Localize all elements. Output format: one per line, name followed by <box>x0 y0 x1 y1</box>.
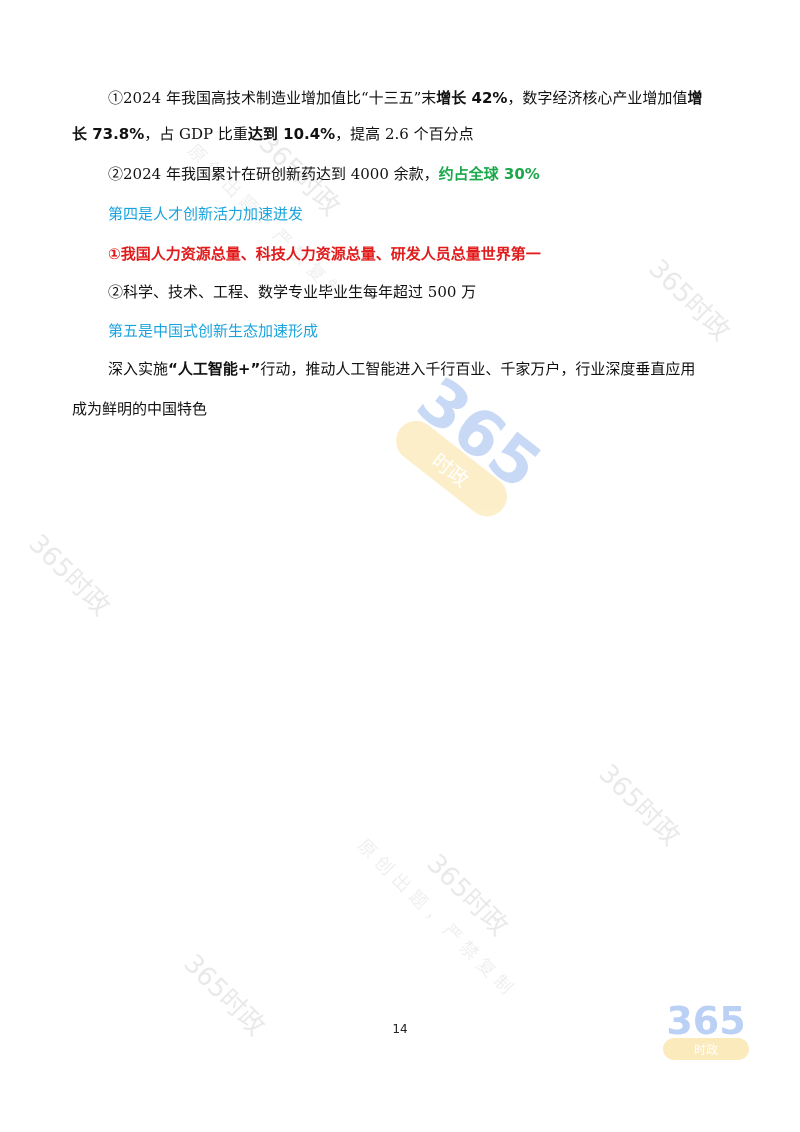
paragraph-human-resources: ①我国人力资源总量、科技人力资源总量、研发人员总量世界第一 <box>108 245 541 263</box>
paragraph-tech-manufacturing-cont: 长 73.8%，占 GDP 比重达到 10.4%，提高 2.6 个百分点 <box>72 125 474 143</box>
section-heading-talent: 第四是人才创新活力加速迸发 <box>108 205 304 223</box>
watermark-brand-2: 365时政 <box>22 528 116 622</box>
highlight-growth-73: 长 73.8% <box>72 125 145 143</box>
page-number: 14 <box>392 1022 408 1036</box>
section-heading-ecosystem: 第五是中国式创新生态加速形成 <box>108 322 319 340</box>
paragraph-tech-manufacturing: ①2024 年我国高技术制造业增加值比“十三五”末增长 42%，数字经济核心产业… <box>108 89 703 107</box>
paragraph-innovative-drugs: ②2024 年我国累计在研创新药达到 4000 余款，约占全球 30% <box>108 165 540 183</box>
paragraph-ai-plus-cont: 成为鲜明的中国特色 <box>72 400 208 418</box>
corner-logo-sub: 时政 <box>694 1043 718 1057</box>
corner-logo-text: 365 <box>666 999 745 1043</box>
watermark-brand-3: 365时政 <box>592 758 686 852</box>
highlight-global-30: 约占全球 30% <box>438 165 540 183</box>
paragraph-ai-plus: 深入实施“人工智能+”行动，推动人工智能进入千行百业、千家万户，行业深度垂直应用 <box>108 360 696 378</box>
paragraph-stem-graduates: ②科学、技术、工程、数学专业毕业生每年超过 500 万 <box>108 283 477 301</box>
highlight-ai-plus: “人工智能+” <box>168 360 261 378</box>
watermark-brand-1: 365时政 <box>642 253 736 347</box>
corner-logo-icon: 365 时政 <box>663 999 749 1060</box>
highlight-growth-42: 增长 42% <box>436 89 508 107</box>
watermark-logo-icon: 365 时政 <box>396 364 554 517</box>
highlight-share-10: 达到 10.4% <box>247 125 336 143</box>
